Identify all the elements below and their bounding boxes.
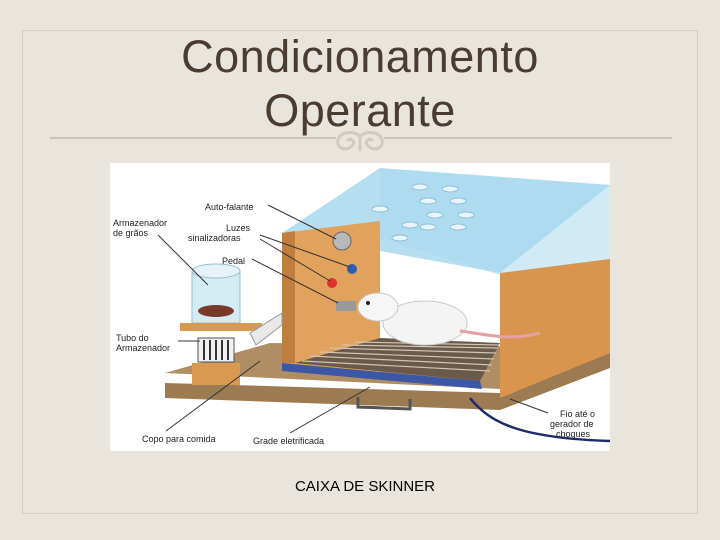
label-fio-2: gerador de bbox=[550, 419, 594, 429]
label-pedal: Pedal bbox=[222, 256, 246, 266]
shock-wire bbox=[469, 397, 610, 443]
signal-light-blue-icon bbox=[347, 264, 357, 274]
label-luzes-1: Luzes bbox=[226, 223, 251, 233]
base-platform bbox=[165, 353, 610, 410]
title-divider-left bbox=[50, 137, 336, 139]
slide-title: Condicionamento Operante bbox=[0, 30, 720, 138]
figure-caption: CAIXA DE SKINNER bbox=[294, 478, 436, 495]
speaker-icon bbox=[332, 231, 352, 251]
grid-rail bbox=[282, 363, 482, 389]
flourish-ornament-icon bbox=[336, 131, 384, 152]
label-fio-1: Fio até o bbox=[560, 409, 596, 419]
drawer-handle bbox=[356, 397, 412, 411]
title-line-2: Operante bbox=[264, 85, 456, 136]
rat bbox=[357, 292, 541, 346]
grain-dispenser bbox=[180, 263, 283, 385]
label-grade: Grade eletrificada bbox=[253, 436, 325, 446]
front-wall bbox=[282, 221, 380, 373]
title-divider-right bbox=[384, 137, 672, 139]
label-tubo-2: Armazenador bbox=[116, 343, 171, 353]
skinner-box-figure: Auto-falante Armazenador de grãos Luzes … bbox=[110, 163, 610, 451]
title-line-1: Condicionamento bbox=[181, 31, 539, 82]
right-wall bbox=[500, 259, 610, 398]
label-luzes-2: sinalizadoras bbox=[188, 233, 241, 243]
slide-frame bbox=[22, 30, 698, 514]
top-holes bbox=[371, 183, 475, 242]
label-copo: Copo para comida bbox=[142, 434, 216, 444]
label-tubo-1: Tubo do bbox=[116, 333, 149, 343]
lever-pedal bbox=[336, 301, 356, 311]
label-auto-falante: Auto-falante bbox=[205, 202, 254, 212]
label-armazenador-2: de grãos bbox=[113, 228, 149, 238]
signal-light-red-icon bbox=[327, 278, 337, 288]
label-armazenador-1: Armazenador bbox=[113, 218, 168, 228]
label-fio-3: choques bbox=[556, 429, 591, 439]
skinner-box-illustration bbox=[157, 168, 610, 443]
